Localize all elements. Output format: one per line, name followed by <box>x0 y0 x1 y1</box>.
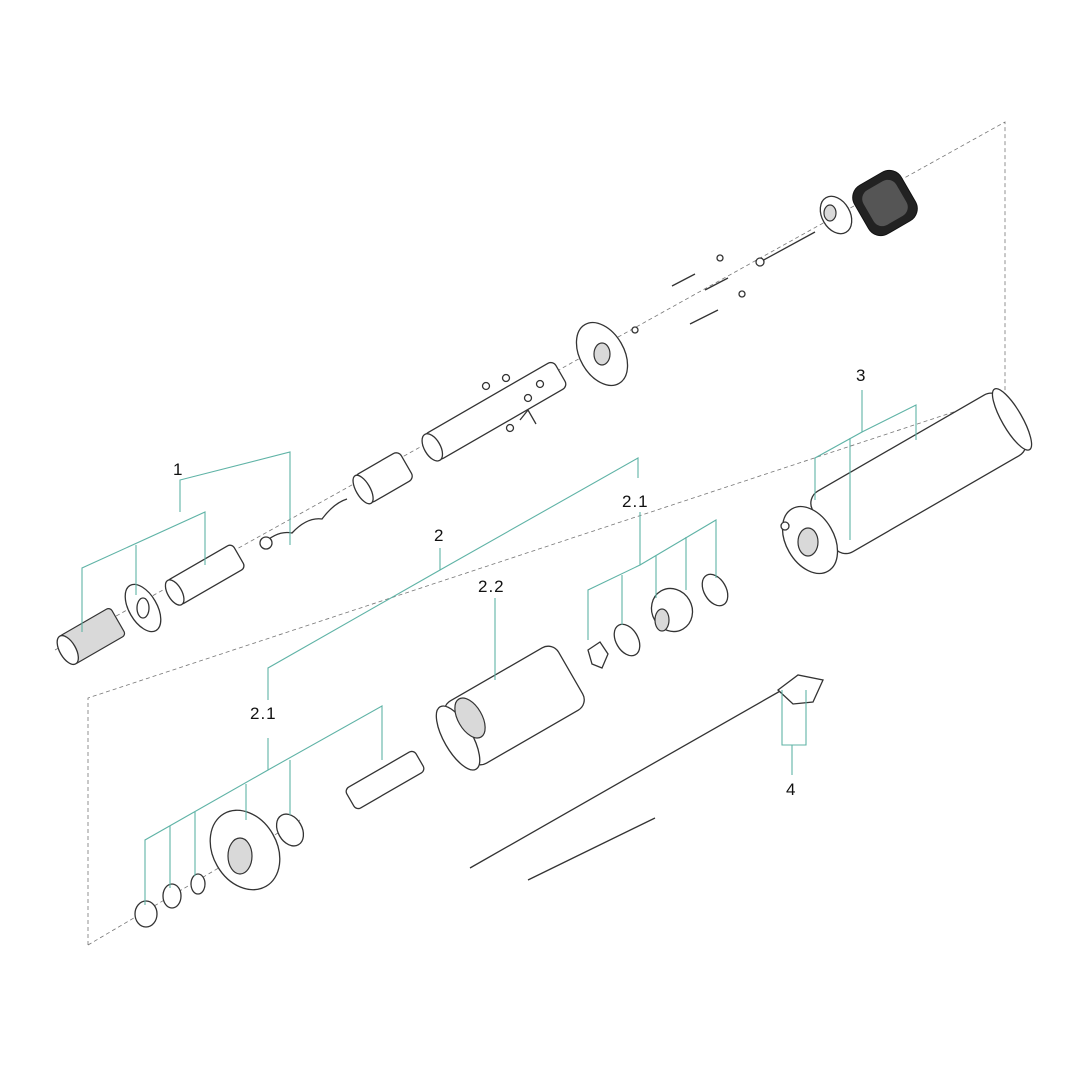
ring-band <box>852 169 918 237</box>
nuts <box>481 373 545 433</box>
pump-parts <box>134 573 729 928</box>
label-group-2-1-upper: 2.1 <box>622 492 649 511</box>
leader-lines <box>81 390 917 905</box>
label-group-3: 3 <box>856 366 867 385</box>
shaft-piece <box>345 750 425 810</box>
sleeve <box>352 452 413 505</box>
cable-assembly <box>469 674 824 881</box>
label-group-2-1-lower: 2.1 <box>250 704 277 723</box>
pump-body <box>435 645 585 771</box>
label-group-2: 2 <box>434 526 445 545</box>
tube <box>421 361 567 462</box>
pins <box>631 254 746 334</box>
label-group-4: 4 <box>786 780 797 799</box>
label-group-1: 1 <box>173 460 184 479</box>
coupling-tube <box>164 544 245 606</box>
upper-shaft-assembly <box>56 169 918 666</box>
hex-fitting <box>56 608 126 666</box>
motor-assembly <box>780 387 1033 575</box>
label-group-2-2: 2.2 <box>478 577 505 596</box>
